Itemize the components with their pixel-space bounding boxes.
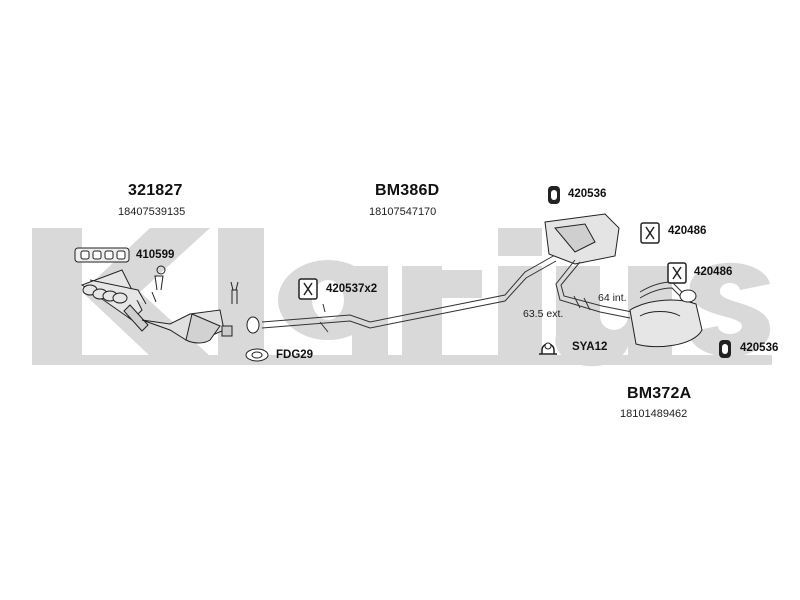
flange bbox=[246, 316, 260, 334]
part-number: BM386D bbox=[375, 182, 440, 199]
center-silencer bbox=[544, 213, 620, 265]
mounting-clamp-icon bbox=[539, 342, 557, 355]
gasket-icon bbox=[74, 247, 130, 263]
catalytic-converter bbox=[141, 309, 233, 344]
flange-gasket-icon bbox=[245, 348, 269, 362]
fitting-label: SYA12 bbox=[572, 341, 608, 353]
oe-number: 18107547170 bbox=[369, 206, 437, 218]
fitting-label: 420536 bbox=[740, 342, 779, 354]
oe-number: 18407539135 bbox=[118, 206, 186, 218]
bracket-icon bbox=[667, 262, 687, 284]
rubber-hanger-icon bbox=[719, 340, 731, 358]
part-number: 321827 bbox=[128, 182, 183, 199]
fitting-label: FDG29 bbox=[276, 349, 314, 361]
bracket-icon bbox=[298, 278, 318, 300]
pipe-diameter-note: 63.5 ext. bbox=[523, 308, 564, 320]
fitting-label: 420537x2 bbox=[326, 283, 378, 295]
lambda-sensor-rear bbox=[230, 281, 239, 304]
pipe-diameter-note: 64 int. bbox=[598, 292, 627, 304]
fitting-label: 420536 bbox=[568, 188, 607, 200]
fitting-label: 420486 bbox=[668, 225, 707, 237]
rubber-hanger-icon bbox=[548, 186, 560, 204]
exhaust-manifold bbox=[80, 269, 149, 332]
fitting-label: 410599 bbox=[136, 249, 175, 261]
lambda-sensor bbox=[151, 265, 166, 303]
oe-number: 18101489462 bbox=[620, 408, 688, 420]
rear-silencer bbox=[629, 289, 703, 348]
fitting-label: 420486 bbox=[694, 266, 733, 278]
part-number: BM372A bbox=[627, 385, 692, 402]
bracket-icon bbox=[640, 222, 660, 244]
intermediate-pipe bbox=[261, 254, 557, 333]
